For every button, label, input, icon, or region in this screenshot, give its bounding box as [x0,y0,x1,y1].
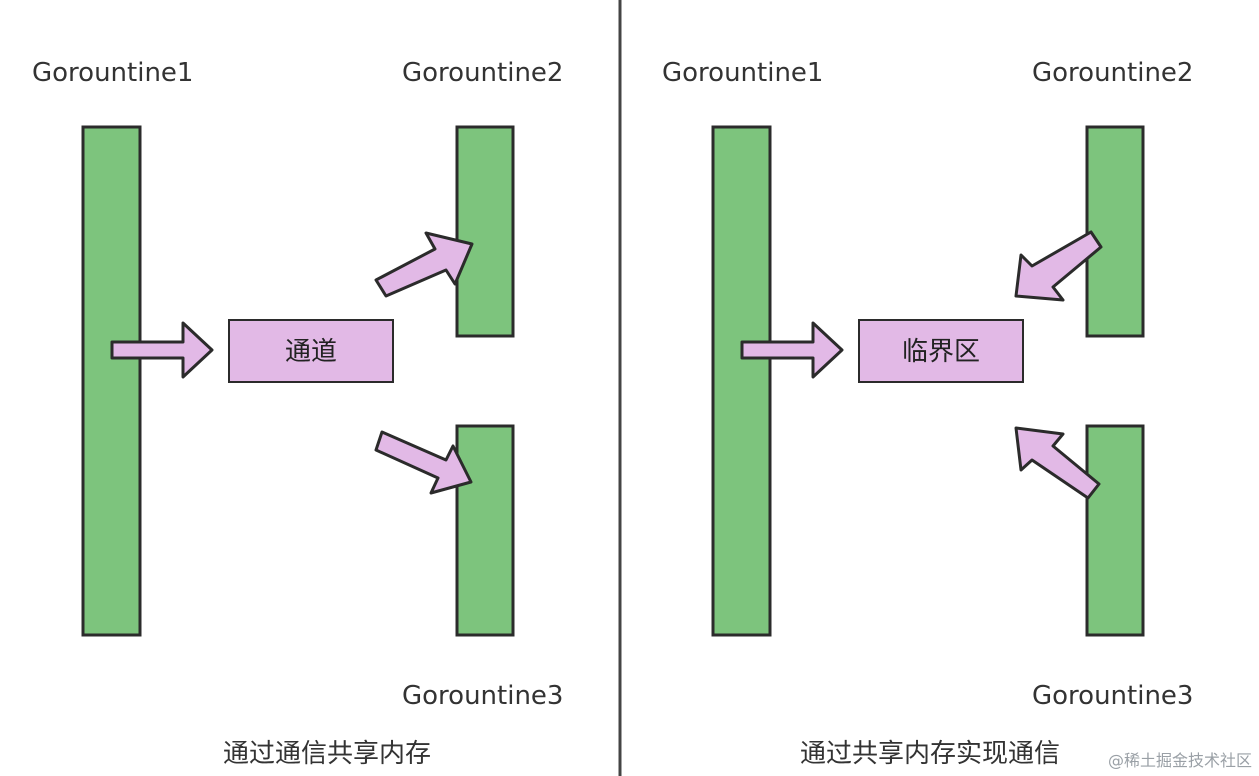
right-goroutine2-bar [1085,125,1145,338]
left-arrow-channel-to-g2 [374,231,474,298]
left-goroutine2-label: Gorountine2 [402,58,563,88]
left-arrow-g1-to-channel [110,321,214,379]
right-critical-section-box-label: 临界区 [902,337,980,367]
right-goroutine1-label: Gorountine1 [662,58,823,88]
right-arrow-g2-to-critical-section [1014,230,1103,302]
left-arrow-channel-to-g3 [374,430,473,495]
right-caption: 通过共享内存实现通信 [800,739,1060,769]
site-watermark: @稀土掘金技术社区 [1108,751,1252,770]
left-panel: Gorountine1 Gorountine2 Gorountine3 通道 通… [32,58,563,769]
right-goroutine1-bar [711,125,772,637]
right-arrow-g1-to-critical-section [740,321,844,379]
right-critical-section-box [858,319,1024,383]
left-goroutine2-bar [455,125,515,338]
right-panel: Gorountine1 Gorountine2 Gorountine3 临界区 … [662,58,1193,769]
left-goroutine3-label: Gorountine3 [402,681,563,711]
right-goroutine3-label: Gorountine3 [1032,681,1193,711]
right-goroutine2-label: Gorountine2 [1032,58,1193,88]
left-caption: 通过通信共享内存 [223,739,431,769]
right-goroutine3-bar [1085,424,1145,637]
left-goroutine1-label: Gorountine1 [32,58,193,88]
left-goroutine1-bar [81,125,142,637]
right-arrow-g3-to-critical-section [1014,426,1101,500]
left-goroutine3-bar [455,424,515,637]
left-channel-box [228,319,394,383]
left-channel-box-label: 通道 [285,337,337,367]
